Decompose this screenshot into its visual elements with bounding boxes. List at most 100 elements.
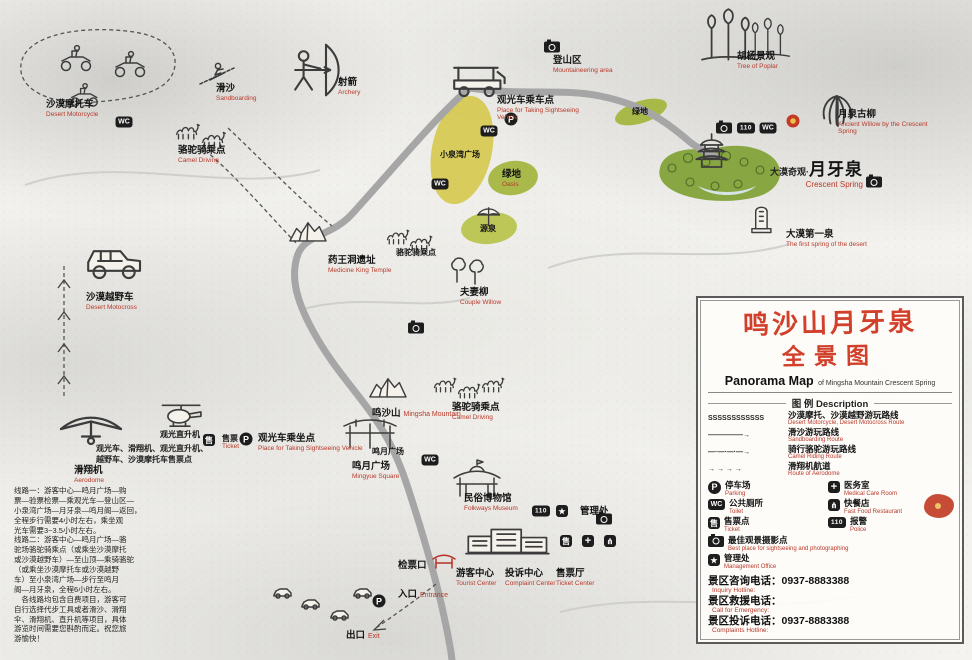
trail-arrow [57,310,71,321]
trail-arrow [57,342,71,353]
grove-trees [667,150,765,191]
main-road-north [466,84,720,161]
wc-icon: WC [708,499,725,511]
trail-arrow [57,278,71,289]
trail-arrow [57,374,71,385]
route-description: 线路一：游客中心—鸣月广场—购票—验票检票—乘观光车—登山区—小泉湾广场—月牙泉… [14,486,142,644]
wc-badge: WC [115,116,133,128]
medical-badge: + [582,535,594,547]
crescent-spring-grove [659,145,781,201]
camera-icon [708,533,724,547]
entrance-exit-trail [375,583,437,629]
legend-subtitle: Panorama Map of Mingsha Mountain Crescen… [708,372,952,393]
police-badge: 110 [532,505,550,517]
label-mingyue-square-archway: 鸣月广场 [372,447,404,456]
camel-trail-2 [227,127,333,227]
camera-badge [866,174,882,188]
camera-badge [596,511,612,525]
label-spring-source: 源泉 [480,224,496,233]
star-badge: ★ [556,505,568,517]
legend-title-cn-2: 全景图 [781,342,879,370]
food-icon: ⋔ [828,499,840,512]
route-line-symbol: SSSSSSSSSSSS [708,415,765,423]
police-badge: 110 [737,122,755,134]
dune-ridge [299,297,471,311]
label-ticket-check: 检票口 [398,560,427,571]
star-icon: ★ [708,554,720,567]
trail-arrow [372,619,387,631]
main-road-south [291,84,474,660]
ticket-badge: 售 [203,434,215,446]
ticket-badge: 售 [560,535,572,547]
motorcycle-loop-trail [20,28,176,104]
xiaoquanwan-square-area [430,95,494,205]
camel-trail-1 [204,149,298,245]
p-badge: P [239,432,253,446]
wc-badge: WC [759,122,777,134]
camera-badge [716,120,732,134]
route-line-symbol: —·—·—·—→ [708,449,750,457]
p-icon: P [708,480,721,494]
label-xiaoquanwan-square: 小泉湾广场 [440,150,480,159]
dune-ridge [24,169,321,186]
camera-badge [408,320,424,334]
route-line-symbol: → → → → [708,466,742,474]
police-icon: 110 [828,517,846,529]
legend-panel: 鸣沙山月牙泉 全景图 Panorama Map of Mingsha Mount… [696,296,964,644]
ticket-icon: 售 [708,517,720,530]
label-management-office: 管理处 [580,506,609,517]
wc-badge: WC [421,454,439,466]
note-ticket-point: 观光车、滑翔机、观光直升机、越野车、沙漠摩托车售票点 [96,444,208,464]
food-badge: ⋔ [604,535,616,547]
legend-hotline: 景区救援电话：Call for Emergency: [708,594,782,614]
p-badge: P [372,594,386,608]
label-camel-riding-mid: 骆驼骑乘点 [396,248,436,257]
legend-section-title: 图 例 Description [708,396,953,410]
camera-badge [544,39,560,53]
medical-icon: + [828,480,840,493]
oasis-area-mid [488,160,538,196]
p-badge: P [504,112,518,126]
label-oasis-east: 绿地 [632,107,648,116]
